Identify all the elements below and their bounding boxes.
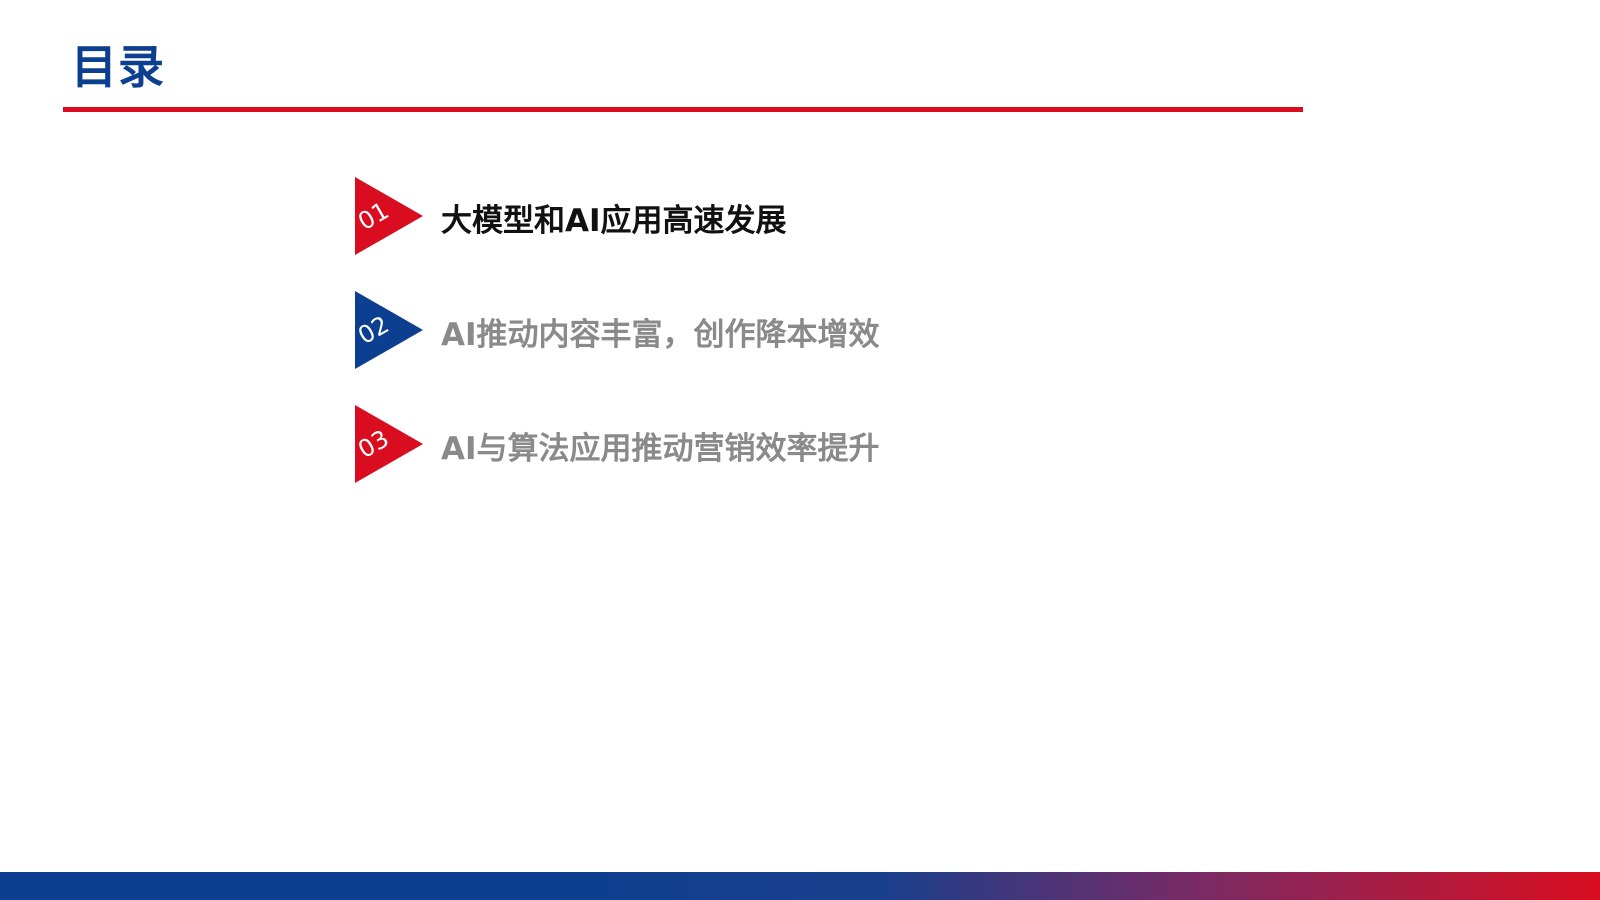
triangle-marker-icon: 03	[355, 405, 423, 483]
triangle-marker-shape	[355, 405, 423, 483]
toc-item-3[interactable]: 03 AI与算法应用推动营销效率提升	[355, 405, 1255, 485]
toc-label-1: 大模型和AI应用高速发展	[441, 203, 787, 239]
toc-item-1[interactable]: 01 大模型和AI应用高速发展	[355, 177, 1255, 257]
toc-item-2[interactable]: 02 AI推动内容丰富，创作降本增效	[355, 291, 1255, 371]
title-underline	[63, 107, 1303, 112]
footer-gradient-bar	[0, 872, 1600, 900]
page-title: 目录	[71, 40, 165, 94]
toc-label-3: AI与算法应用推动营销效率提升	[441, 431, 880, 467]
triangle-marker-icon: 02	[355, 291, 423, 369]
triangle-marker-icon: 01	[355, 177, 423, 255]
triangle-marker-shape	[355, 291, 423, 369]
triangle-marker-shape	[355, 177, 423, 255]
toc-label-2: AI推动内容丰富，创作降本增效	[441, 317, 880, 353]
